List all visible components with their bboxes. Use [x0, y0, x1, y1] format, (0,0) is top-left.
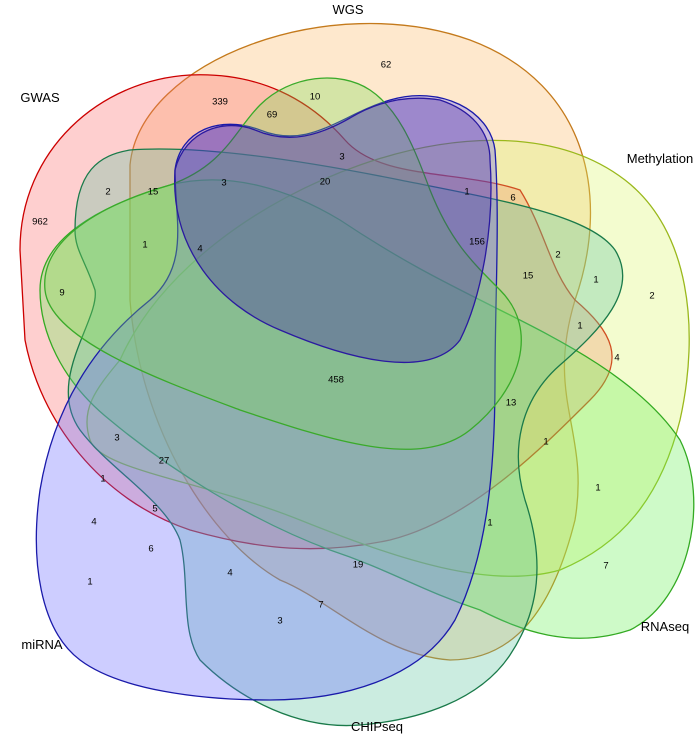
region-count: 1: [464, 187, 469, 198]
region-count: 4: [91, 517, 96, 528]
region-count: 1: [100, 474, 105, 485]
region-count: 10: [310, 92, 321, 103]
region-count: 7: [603, 561, 608, 572]
region-count: 69: [267, 110, 278, 121]
set-chipseq-region: [67, 148, 624, 727]
region-count: 27: [159, 456, 170, 467]
region-count: 1: [142, 240, 147, 251]
region-count: 3: [277, 616, 282, 627]
set-mirna-region: [35, 95, 498, 701]
region-count: 2: [105, 187, 110, 198]
region-count: 62: [381, 60, 392, 71]
region-counts: 62 339 10 69 962 3 20 1 6 2 15 3 1 156 2…: [32, 60, 655, 627]
region-count: 1: [593, 275, 598, 286]
region-count: 1: [87, 577, 92, 588]
region-count: 5: [152, 504, 157, 515]
region-count: 13: [506, 398, 517, 409]
region-count: 15: [523, 271, 534, 282]
region-count: 2: [555, 250, 560, 261]
region-count: 1: [577, 321, 582, 332]
region-count: 15: [148, 187, 159, 198]
region-count: 339: [212, 97, 228, 108]
region-count: 7: [318, 600, 323, 611]
region-count: 6: [148, 544, 153, 555]
region-count: 1: [543, 437, 548, 448]
set-label-wgs: WGS: [332, 2, 363, 17]
set-label-rnaseq: RNAseq: [641, 619, 689, 634]
region-count: 20: [320, 177, 331, 188]
set-shapes: [19, 22, 695, 727]
region-count: 962: [32, 217, 48, 228]
set-labels: WGS GWAS Methylation RNAseq CHIPseq miRN…: [20, 2, 693, 734]
region-count: 4: [227, 568, 232, 579]
region-count: 2: [649, 291, 654, 302]
region-count: 3: [339, 152, 344, 163]
region-count: 3: [114, 433, 119, 444]
region-count: 19: [353, 560, 364, 571]
region-count: 156: [469, 237, 485, 248]
region-count: 6: [510, 193, 515, 204]
set-lobe-violet-region: [174, 97, 492, 364]
region-count: 458: [328, 375, 344, 386]
region-count: 9: [59, 288, 64, 299]
set-label-mirna: miRNA: [21, 637, 62, 652]
region-count: 4: [614, 353, 619, 364]
region-count: 1: [595, 483, 600, 494]
set-lobe-top-region: [44, 77, 522, 450]
set-methylation-region: [86, 139, 690, 577]
set-label-methylation: Methylation: [627, 151, 693, 166]
set-label-chipseq: CHIPseq: [351, 719, 403, 734]
region-count: 3: [221, 178, 226, 189]
region-count: 4: [197, 244, 202, 255]
region-count: 1: [487, 518, 492, 529]
set-label-gwas: GWAS: [20, 90, 60, 105]
set-rnaseq-region: [39, 179, 695, 639]
